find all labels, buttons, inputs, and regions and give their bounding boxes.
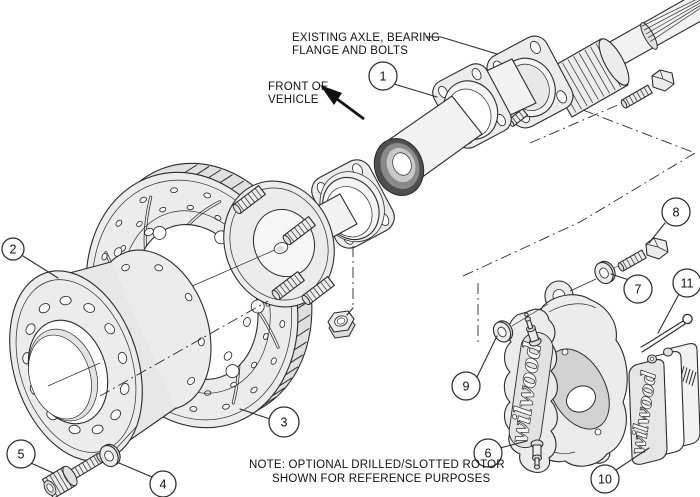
- note-line2: SHOWN FOR REFERENCE PURPOSES: [272, 473, 491, 485]
- svg-text:3: 3: [281, 416, 288, 430]
- svg-text:10: 10: [598, 473, 612, 487]
- svg-text:7: 7: [635, 283, 642, 297]
- alignment-centerlines: [99, 103, 696, 397]
- hat-mount-hardware: [41, 426, 137, 497]
- brake-caliper: wilwood: [504, 280, 628, 473]
- callout-9: 9: [451, 371, 481, 401]
- callout-2: 2: [1, 237, 25, 261]
- washer-4: [99, 443, 121, 468]
- svg-text:5: 5: [18, 448, 25, 462]
- callout-3: 3: [268, 406, 300, 438]
- axle-bearing: [373, 138, 425, 196]
- svg-text:2: 2: [10, 243, 17, 257]
- existing-bolt-head: [651, 69, 675, 92]
- axle-assembly: [311, 0, 700, 249]
- callout-7: 7: [623, 274, 653, 304]
- svg-text:8: 8: [673, 206, 680, 220]
- brake-pads: wilwood: [625, 343, 700, 465]
- note-line1: NOTE: OPTIONAL DRILLED/SLOTTED ROTOR: [249, 459, 505, 471]
- washer-7: [594, 260, 616, 285]
- axle-label-line2: FLANGE AND BOLTS: [292, 45, 408, 57]
- caliper-mount-bolt: [617, 237, 669, 272]
- axle-label-leader: [425, 36, 498, 55]
- callout-10: 10: [590, 464, 620, 494]
- svg-text:9: 9: [463, 380, 470, 394]
- bleed-screw-bottom: [530, 439, 544, 470]
- anchor-plate-hole: [566, 385, 596, 413]
- bleed-screw-top: [524, 312, 542, 347]
- caliper-bolt-threads: [617, 249, 647, 272]
- svg-text:1: 1: [380, 70, 387, 84]
- svg-text:6: 6: [485, 447, 492, 461]
- front-label-line2: VEHICLE: [268, 94, 319, 106]
- front-label-line1: FRONT OF: [268, 81, 328, 93]
- callout-4: 4: [149, 470, 177, 497]
- front-of-vehicle-arrow: [320, 85, 365, 121]
- callout-8: 8: [661, 197, 691, 227]
- caliper-logo-panel: [508, 331, 554, 449]
- existing-flange-bolt: [620, 69, 675, 109]
- rotor-hat: [9, 249, 212, 462]
- spline-teeth: [641, 0, 700, 42]
- callout-5: 5: [6, 439, 36, 469]
- cotter-pin: [640, 313, 693, 353]
- flange-nut: [327, 307, 356, 339]
- collar-end: [598, 38, 630, 86]
- washer-9: [492, 320, 514, 343]
- existing-bolt-threads: [620, 84, 653, 109]
- axle-flange-group: [189, 180, 358, 339]
- svg-text:4: 4: [160, 478, 167, 492]
- callout-6: 6: [473, 438, 503, 468]
- svg-text:11: 11: [681, 277, 694, 291]
- pad-tab: [663, 347, 673, 357]
- text-labels: EXISTING AXLE, BEARING FLANGE AND BOLTS …: [249, 32, 505, 485]
- wheel-studs: [232, 185, 335, 306]
- axle-label-line1: EXISTING AXLE, BEARING: [292, 32, 440, 44]
- callout-11: 11: [672, 268, 700, 298]
- callout-1: 1: [368, 61, 398, 91]
- callouts: 1 2 3 4 5 6 7 8 9 10 11: [1, 61, 700, 497]
- axis-centerline: [189, 248, 278, 288]
- caliper-hardware: [492, 237, 669, 343]
- pad-backing-plate: [628, 359, 668, 465]
